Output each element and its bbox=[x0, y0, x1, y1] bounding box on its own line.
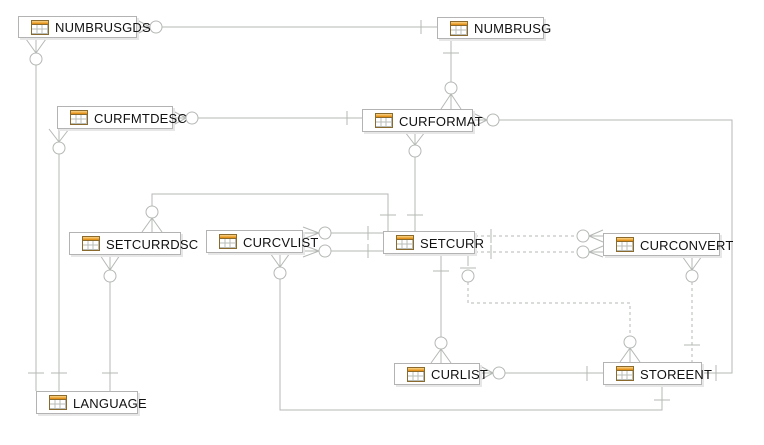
entity-label: NUMBRUSGDS bbox=[55, 20, 151, 35]
table-icon bbox=[396, 235, 414, 250]
table-icon bbox=[49, 395, 67, 410]
entity-curcvlist[interactable]: CURCVLIST bbox=[206, 230, 318, 253]
entity-label: NUMBRUSG bbox=[474, 21, 552, 36]
rel-curformat-setcurr[interactable] bbox=[404, 131, 426, 231]
entity-numbrusg[interactable]: NUMBRUSG bbox=[437, 17, 551, 39]
entity-curconvert[interactable]: CURCONVERT bbox=[603, 233, 733, 256]
rel-curformat-storeent[interactable] bbox=[472, 112, 733, 381]
entity-label: SETCURRDSC bbox=[106, 236, 199, 252]
entity-language[interactable]: LANGUAGE bbox=[36, 391, 147, 414]
rel-setcurrdsc-language[interactable] bbox=[99, 254, 121, 391]
entity-curformat[interactable]: CURFORMAT bbox=[362, 109, 483, 132]
table-icon bbox=[219, 234, 237, 249]
rel-curfmtdesc-language[interactable] bbox=[48, 128, 70, 391]
rel-numbrusgds-numbrusg[interactable] bbox=[136, 19, 437, 35]
entity-curfmtdesc[interactable]: CURFMTDESC bbox=[57, 106, 187, 129]
rel-curfmtdesc-curformat[interactable] bbox=[172, 110, 362, 126]
entity-storeent[interactable]: STOREENT bbox=[603, 362, 712, 385]
entity-label: CURCVLIST bbox=[243, 234, 319, 250]
rel-numbrusg-curformat[interactable] bbox=[440, 39, 462, 110]
table-icon bbox=[616, 366, 634, 381]
table-icon bbox=[407, 366, 425, 382]
rel-setcurr-curlist[interactable] bbox=[430, 254, 452, 364]
table-icon bbox=[82, 236, 100, 251]
entity-label: CURLIST bbox=[431, 367, 489, 382]
entity-label: CURCONVERT bbox=[640, 237, 734, 253]
rel-numbrusgds-language[interactable] bbox=[25, 38, 47, 391]
table-icon bbox=[616, 237, 634, 252]
rel-curcvlist-setcurr-upper[interactable] bbox=[302, 226, 383, 240]
rel-curlist-storeent[interactable] bbox=[479, 365, 603, 381]
entity-label: STOREENT bbox=[640, 366, 713, 382]
rel-setcurr-curconvert-upper[interactable] bbox=[475, 229, 604, 243]
table-icon bbox=[375, 113, 393, 128]
entity-numbrusgds[interactable]: NUMBRUSGDS bbox=[18, 16, 151, 38]
table-icon bbox=[70, 110, 88, 125]
rel-setcurrdsc-setcurr[interactable] bbox=[141, 193, 396, 233]
entity-setcurr[interactable]: SETCURR bbox=[383, 231, 484, 254]
entity-label: CURFMTDESC bbox=[94, 110, 187, 126]
table-icon bbox=[31, 19, 49, 35]
entity-setcurrdsc[interactable]: SETCURRDSC bbox=[69, 232, 198, 255]
rel-curcvlist-storeent[interactable] bbox=[269, 252, 670, 411]
entity-label: CURFORMAT bbox=[399, 113, 483, 129]
entity-curlist[interactable]: CURLIST bbox=[394, 363, 488, 385]
rel-setcurr-curconvert-lower[interactable] bbox=[475, 245, 604, 259]
entity-label: LANGUAGE bbox=[73, 395, 147, 411]
table-icon bbox=[450, 20, 468, 36]
rel-setcurr-storeent[interactable] bbox=[460, 254, 641, 363]
entity-label: SETCURR bbox=[420, 235, 485, 251]
rel-curconvert-storeent[interactable] bbox=[681, 255, 703, 362]
rel-curcvlist-setcurr-lower[interactable] bbox=[302, 244, 383, 258]
